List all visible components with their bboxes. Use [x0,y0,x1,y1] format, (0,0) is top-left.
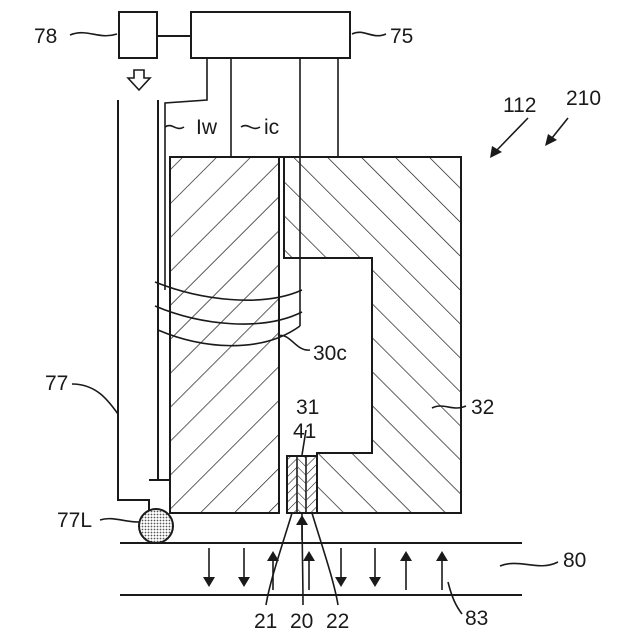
arrow-210-icon [545,134,557,146]
label-112: 112 [503,94,536,117]
leader-21 [266,513,292,605]
label-77: 77 [45,372,68,395]
leader-ic [241,126,260,129]
leader-22 [312,513,338,605]
label-iw: Iw [196,116,218,139]
main-pole-hatch [170,157,279,513]
label-ic: ic [264,116,279,139]
conduit-77-inner [158,100,170,480]
leader-80 [500,562,558,566]
block-75 [191,12,350,58]
label-83: 83 [465,607,488,630]
layer-20 [298,457,306,512]
label-22: 22 [326,610,349,633]
label-30c: 30c [313,342,347,365]
label-78: 78 [34,25,57,48]
leader-210 [552,118,568,138]
label-41: 41 [293,420,316,443]
leader-30c [278,335,310,350]
leader-77L [100,519,139,522]
label-77L: 77L [57,509,92,532]
leader-iw [165,126,184,129]
conduit-77-outer [118,100,149,512]
label-20: 20 [290,610,313,633]
layer-22 [307,457,316,512]
leader-20 [302,513,303,605]
block-78 [119,12,157,58]
label-80: 80 [563,549,586,572]
label-31: 31 [296,396,319,419]
leader-78 [70,33,117,36]
label-32: 32 [471,396,494,419]
leader-112 [497,118,528,150]
leader-75 [352,32,386,35]
hollow-down-arrow-icon [128,70,150,90]
droplet-77L [139,509,173,543]
layer-21 [288,457,297,512]
label-21: 21 [254,610,277,633]
leader-77 [72,384,118,414]
label-210: 210 [566,87,601,110]
label-75: 75 [390,25,413,48]
leader-83 [448,582,462,614]
